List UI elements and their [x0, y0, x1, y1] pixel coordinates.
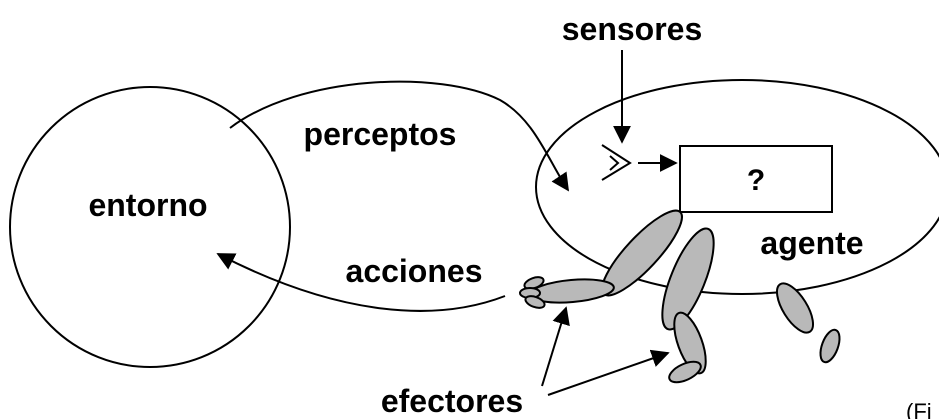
environment-circle: [9, 86, 291, 368]
actions-label: acciones: [346, 253, 483, 289]
actions-arrow: [216, 253, 506, 312]
unknown-label: ?: [747, 164, 765, 197]
agent-label: agente: [760, 225, 863, 261]
sensors-label: sensores: [562, 11, 703, 47]
effectors-arrow-leg: [547, 349, 670, 396]
eye-icon: [601, 144, 632, 181]
percepts-arrow: [229, 80, 569, 192]
environment-label: entorno: [88, 187, 207, 223]
effector-arm: [519, 209, 683, 309]
figure-caption-fragment: (Fi: [906, 399, 932, 419]
effector-leg-back: [776, 282, 841, 364]
effector-leg-front: [661, 227, 715, 384]
percepts-label: perceptos: [304, 116, 457, 152]
unknown-box: [679, 145, 833, 213]
effectors-label: efectores: [381, 383, 523, 419]
agent-ellipse: [535, 79, 939, 295]
effectors-arrow-arm: [541, 306, 570, 387]
